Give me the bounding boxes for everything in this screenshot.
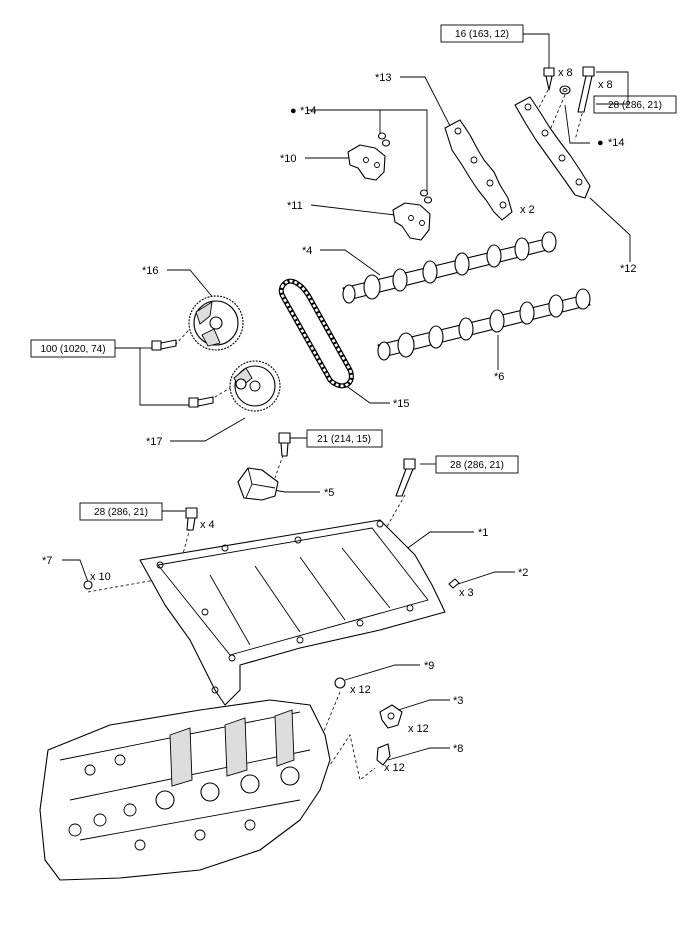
qty-8: x 12 — [384, 762, 405, 774]
bullet-14-left: ● — [290, 105, 297, 117]
torque-box-28-286-21-left: 28 (286, 21) — [79, 502, 163, 521]
callout-5: *5 — [324, 487, 334, 499]
cam-cap-bolt-28nm-icon — [577, 66, 595, 113]
gear-bolt-lower-icon — [188, 396, 214, 408]
callout-14-left: *14 — [300, 105, 317, 117]
callout-15: *15 — [393, 398, 410, 410]
qty-3: x 12 — [408, 723, 429, 735]
qty-bolt-left: x 4 — [200, 519, 215, 531]
callout-4: *4 — [302, 245, 312, 257]
qty-7: x 10 — [90, 571, 111, 583]
washer-14-mid-pair-icon — [419, 189, 433, 204]
cylinder-head-icon — [39, 699, 331, 881]
svg-text:28 (286, 21): 28 (286, 21) — [608, 100, 662, 111]
camshaft-cap-10-icon — [347, 144, 386, 181]
callout-8: *8 — [453, 743, 463, 755]
torque-box-16-163-12: 16 (163, 12) — [440, 24, 524, 43]
svg-text:16 (163, 12): 16 (163, 12) — [455, 29, 509, 40]
qty-13: x 2 — [520, 204, 535, 216]
cam-cap-bolt-16nm-icon — [543, 67, 555, 91]
cam-timing-gear-17-icon — [229, 360, 281, 412]
camshaft-cap-11-icon — [392, 202, 431, 241]
callout-labels: *13 *14 ● *14 ● *10 *11 *12 *4 *16 *6 *1… — [42, 72, 637, 755]
callout-14-right: *14 — [608, 137, 625, 149]
svg-text:28 (286, 21): 28 (286, 21) — [94, 507, 148, 518]
camshaft-4-icon — [342, 231, 557, 304]
callout-1: *1 — [478, 527, 488, 539]
bolt-28nm-long-icon — [395, 458, 416, 497]
qty-top-bolt-right: x 8 — [598, 79, 613, 91]
valve-lash-cap-9-icon — [334, 677, 346, 689]
bolt-28nm-x4-icon — [185, 507, 198, 531]
callout-6: *6 — [494, 371, 504, 383]
quantity-labels: x 8 x 8 x 2 x 4 x 10 x 3 x 12 x 12 x 12 — [90, 67, 613, 774]
gear-bolt-upper-icon — [151, 339, 177, 351]
washer-14-left-pair-icon — [377, 132, 391, 147]
washer-14-right-icon — [559, 85, 571, 95]
qty-9: x 12 — [350, 684, 371, 696]
callout-9: *9 — [424, 660, 434, 672]
bolt-21nm-icon — [278, 432, 291, 457]
cam-timing-gear-16-icon — [188, 295, 244, 351]
callout-17: *17 — [146, 436, 163, 448]
lash-adjuster-8-icon — [376, 743, 391, 766]
roller-rocker-arm-3-icon — [379, 704, 403, 729]
callout-13: *13 — [375, 72, 392, 84]
timing-chain-15-icon — [278, 278, 354, 389]
camshaft-bearing-cap-12-icon — [514, 96, 591, 199]
qty-top-bolt-left: x 8 — [558, 67, 573, 79]
callout-7: *7 — [42, 555, 52, 567]
callout-16: *16 — [142, 265, 159, 277]
svg-text:21 (214, 15): 21 (214, 15) — [317, 434, 371, 445]
svg-text:100 (1020, 74): 100 (1020, 74) — [40, 344, 105, 355]
torque-box-100-1020-74: 100 (1020, 74) — [30, 339, 116, 358]
camshaft-6-icon — [377, 288, 591, 361]
callout-12: *12 — [620, 263, 637, 275]
torque-box-28-286-21-top: 28 (286, 21) — [593, 95, 677, 114]
straight-pin-2-icon — [448, 578, 460, 589]
camshaft-bearing-cap-13-icon — [444, 119, 513, 221]
callout-10: *10 — [280, 153, 297, 165]
svg-text:28 (286, 21): 28 (286, 21) — [450, 460, 504, 471]
callout-3: *3 — [453, 695, 463, 707]
chain-tensioner-5-icon — [237, 467, 279, 501]
camshaft-housing-1-icon — [139, 519, 446, 706]
qty-2: x 3 — [459, 587, 474, 599]
callout-11: *11 — [287, 200, 303, 212]
bullet-14-right: ● — [597, 137, 604, 149]
torque-box-28-286-21-mid: 28 (286, 21) — [435, 455, 519, 474]
callout-2: *2 — [518, 567, 528, 579]
seal-ring-7-icon — [83, 580, 93, 590]
torque-box-21-214-15: 21 (214, 15) — [306, 429, 383, 448]
